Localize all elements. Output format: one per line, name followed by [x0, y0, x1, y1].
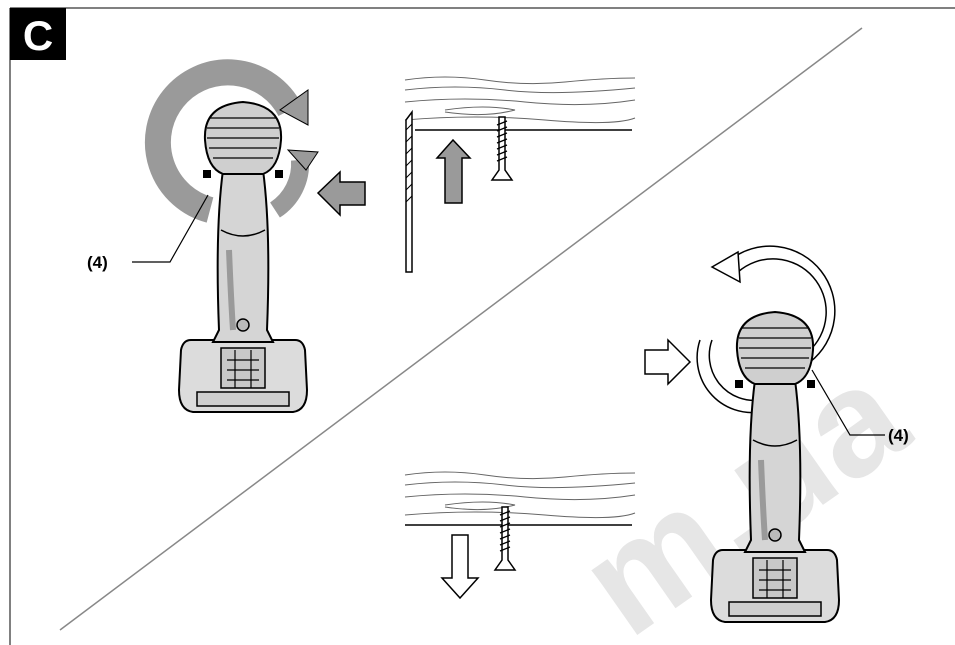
counter-clockwise-rotation-arrow	[729, 245, 836, 363]
switch-callout-left: (4)	[87, 253, 108, 272]
reverse-panel: (4)	[404, 245, 909, 622]
up-arrow-gray	[435, 138, 472, 204]
push-arrow-left-panel	[316, 170, 366, 217]
switch-callout-right: (4)	[888, 426, 909, 445]
wood-board-upper	[404, 76, 636, 124]
drill-tool-left	[179, 102, 307, 412]
clockwise-arrowhead	[279, 89, 309, 126]
figure-label: C	[23, 12, 53, 59]
figure-label-badge: C	[10, 8, 66, 60]
push-arrow-right-panel	[644, 338, 692, 386]
callout-line-right	[811, 369, 885, 436]
screw-upper	[491, 116, 513, 181]
diagonal-divider	[59, 27, 863, 631]
screw-lower	[494, 506, 516, 571]
down-arrow-outline	[440, 534, 480, 600]
callout-line-left	[132, 194, 209, 263]
drill-bit	[405, 109, 413, 273]
clockwise-rotation-arrow	[144, 59, 302, 223]
forward-panel: (4)	[87, 59, 636, 412]
